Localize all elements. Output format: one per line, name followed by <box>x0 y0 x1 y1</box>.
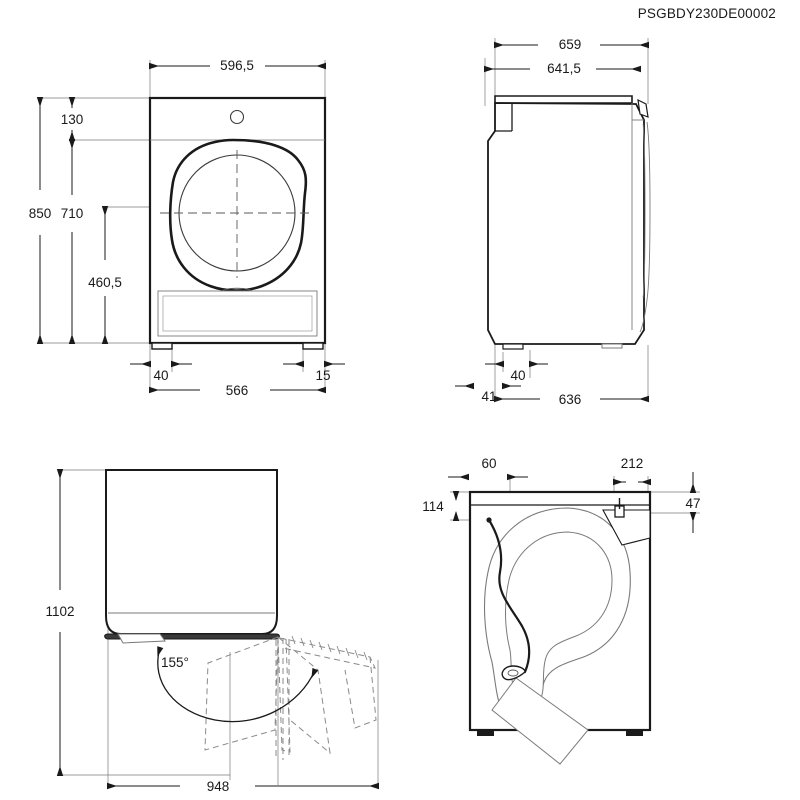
dim-side-total: 659 <box>559 37 582 52</box>
door-open-positions <box>204 636 377 760</box>
dim-front-width: 596,5 <box>220 58 254 73</box>
rear-foot-left <box>477 730 494 736</box>
rear-view: 60 212 114 47 <box>422 456 701 765</box>
door-handle-top <box>117 633 166 644</box>
door-handle <box>637 98 649 118</box>
control-knob-icon <box>229 109 245 125</box>
dim-rear-cable-x: 60 <box>481 456 496 471</box>
side-foot-rear <box>502 343 524 350</box>
dim-side-door: 641,5 <box>547 61 581 76</box>
drum-inner-outline <box>505 531 613 699</box>
front-view: 596,5 850 130 710 460,5 40 <box>29 58 345 398</box>
foot-right <box>302 342 324 350</box>
condensate-outlet-box <box>602 509 651 546</box>
door-swing-arc <box>157 646 319 723</box>
top-cabinet-outline <box>105 469 278 635</box>
dim-front-panel: 130 <box>61 112 84 127</box>
dim-door-angle: 155° <box>161 655 189 670</box>
dim-front-foot-span: 566 <box>226 383 249 398</box>
rear-foot-right <box>626 730 643 736</box>
foot-left <box>151 342 173 350</box>
cable-entry-point <box>486 517 492 523</box>
door-open-hatch <box>291 635 368 661</box>
dim-front-height: 850 <box>29 206 52 221</box>
side-cabinet-body <box>487 102 645 345</box>
dim-front-foot-left: 40 <box>153 368 168 383</box>
dim-rear-vent-x: 212 <box>621 456 644 471</box>
side-foot-front <box>601 343 623 349</box>
side-view: 659 641,5 40 41 636 <box>455 37 651 407</box>
dim-side-foot-rear: 41 <box>481 389 496 404</box>
dim-front-door-centre: 710 <box>61 206 84 221</box>
door-edge-profile <box>639 121 651 333</box>
dim-rear-cable-y: 114 <box>422 499 444 514</box>
side-top-lid <box>494 95 633 104</box>
dim-top-depth: 1102 <box>45 604 74 619</box>
rear-access-panel <box>491 677 589 765</box>
top-view-door-swing: 155° 1102 948 <box>45 469 379 794</box>
dim-front-foot-right: 15 <box>315 368 330 383</box>
power-cable <box>487 518 531 674</box>
dim-rear-vent-y: 47 <box>685 496 700 511</box>
dim-side-body: 636 <box>559 392 582 407</box>
document-code: PSGBDY230DE00002 <box>637 6 776 21</box>
dim-front-door-low: 460,5 <box>88 275 122 290</box>
dim-side-foot: 40 <box>510 368 525 383</box>
dim-top-width: 948 <box>207 779 230 794</box>
